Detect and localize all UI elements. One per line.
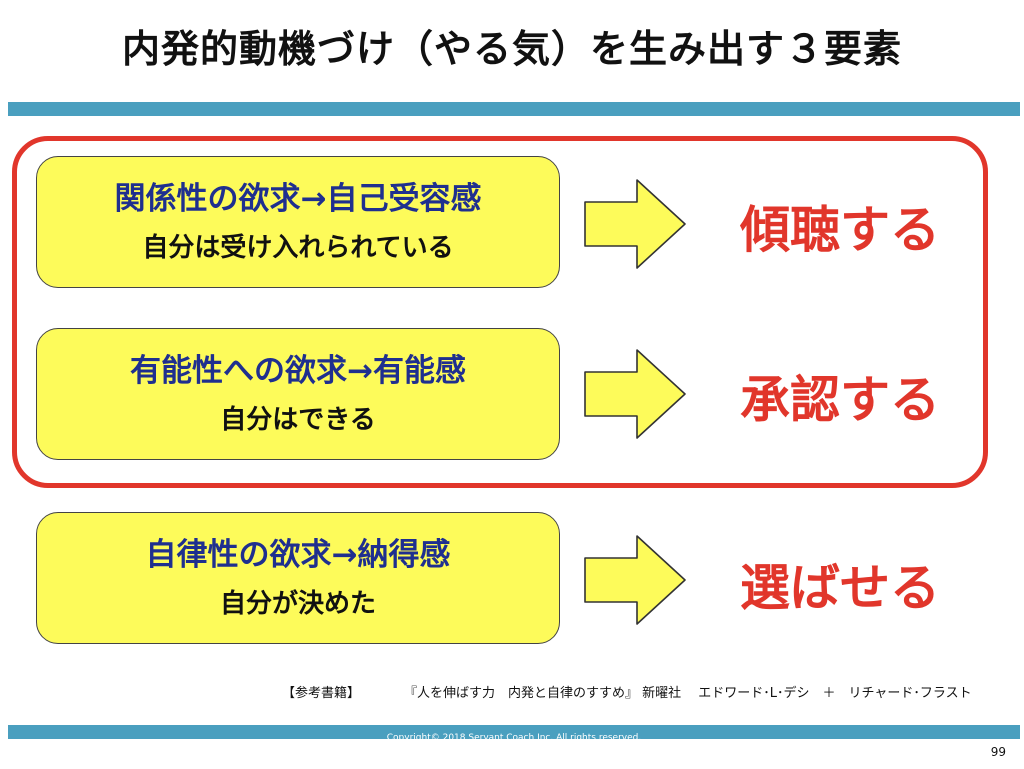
need-heading: 自律性の欲求→納得感 — [145, 537, 451, 573]
action-label: 選ばせる — [740, 559, 940, 617]
need-description: 自分は受け入れられている — [142, 233, 454, 263]
need-box-autonomy: 自律性の欲求→納得感 自分が決めた — [36, 512, 560, 644]
need-heading: 有能性への欲求→有能感 — [130, 353, 466, 389]
need-heading: 関係性の欲求→自己受容感 — [114, 181, 482, 217]
slide-title: 内発的動機づけ（やる気）を生み出す３要素 — [121, 27, 902, 71]
need-description: 自分はできる — [220, 405, 376, 435]
need-box-relatedness: 関係性の欲求→自己受容感 自分は受け入れられている — [36, 156, 560, 288]
footer-bar: Copyright© 2018 Servant Coach Inc. All r… — [8, 725, 1020, 743]
need-box-competence: 有能性への欲求→有能感 自分はできる — [36, 328, 560, 460]
page-number: 99 — [990, 745, 1006, 759]
action-label: 傾聴する — [740, 201, 940, 259]
copyright-text: Copyright© 2018 Servant Coach Inc. All r… — [386, 733, 642, 743]
right-arrow-icon — [584, 349, 686, 439]
need-description: 自分が決めた — [219, 589, 376, 619]
reference-line: 【参考書籍】 『人を伸ばす力 内発と自律のすすめ』 新曜社 エドワード･L･デシ … — [282, 682, 972, 701]
action-label: 承認する — [740, 371, 940, 429]
reference-book: 『人を伸ばす力 内発と自律のすすめ』 新曜社 エドワード･L･デシ ＋ リチャー… — [404, 686, 972, 701]
right-arrow-icon — [584, 179, 686, 269]
right-arrow-icon — [584, 535, 686, 625]
highlight-frame — [12, 136, 988, 488]
title-divider — [8, 102, 1020, 116]
reference-label: 【参考書籍】 — [282, 686, 361, 701]
